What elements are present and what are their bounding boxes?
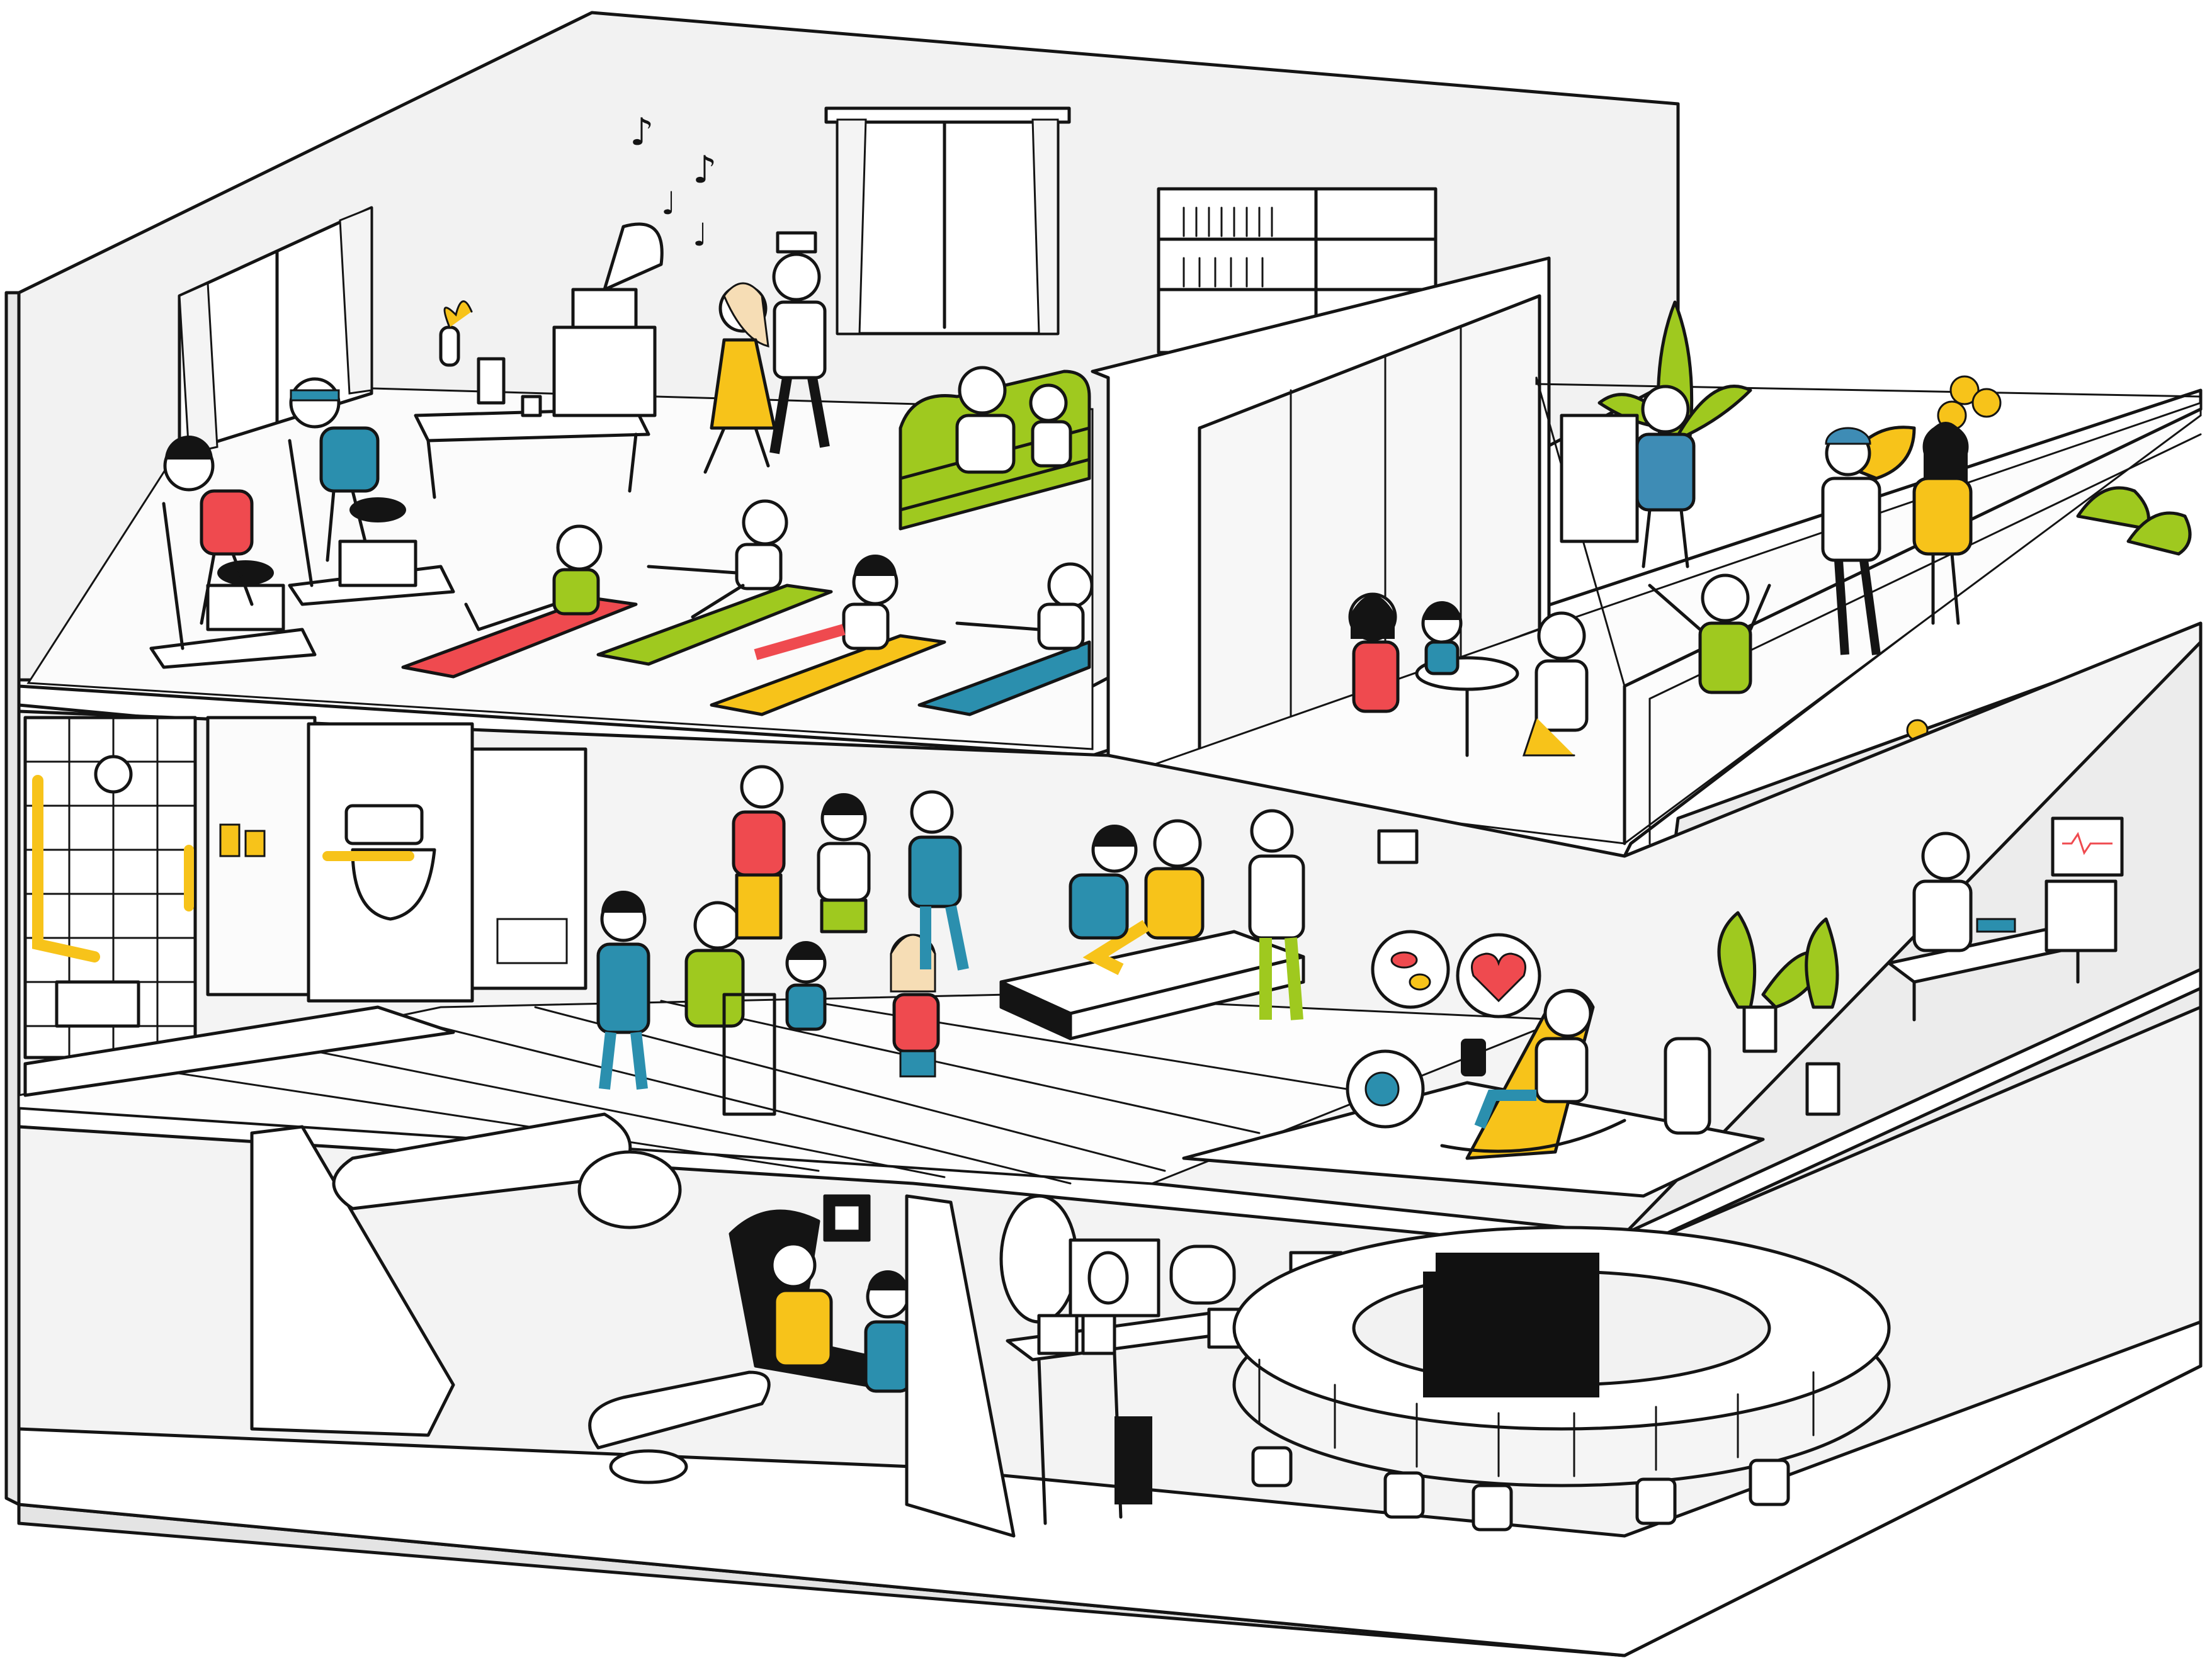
wall-display (1377, 829, 1419, 864)
person-child-blue (785, 941, 827, 1031)
bathroom (23, 716, 474, 1097)
grab-bar (32, 775, 100, 962)
lower-floor-ground (17, 1320, 2203, 1657)
svg-text:♪: ♪ (693, 148, 717, 192)
imaging-machine (250, 1112, 771, 1484)
shower-head (94, 755, 133, 794)
svg-text:♩: ♩ (661, 185, 676, 222)
person-elder-walker (684, 901, 776, 1116)
exercise-bike-1 (149, 502, 317, 669)
person-cyclist-2 (289, 377, 380, 562)
door-vent (496, 918, 568, 964)
svg-text:♪: ♪ (630, 110, 654, 154)
outer-wall-left (4, 291, 21, 1506)
monitor-icon (2051, 816, 2124, 877)
person-yoga-3 (754, 555, 899, 660)
person-elder-rocking (1474, 989, 1592, 1129)
person-patient-bed (1082, 819, 1205, 975)
pill-icon (1371, 930, 1450, 1009)
person-rehab-boy (817, 793, 871, 934)
person-woman-yellow (1912, 422, 1973, 625)
person-dentist (864, 1270, 912, 1393)
smart-speaker (1461, 1039, 1486, 1076)
health-desk (1887, 816, 2124, 1022)
potted-plants (1717, 911, 1840, 1116)
person-cafe-elder (1522, 611, 1589, 757)
air-purifier (1664, 1037, 1711, 1135)
control-ring (1232, 1226, 1891, 1532)
person-helper-cap (1821, 427, 1881, 655)
lower-partition (905, 1194, 1016, 1538)
person-cafe-child (1421, 601, 1463, 675)
middle-floor (17, 621, 2203, 1255)
person-dental-patient (770, 1242, 833, 1368)
care-bed (999, 930, 1305, 1041)
person-dancer-man (769, 231, 830, 454)
person-therapist (908, 790, 969, 971)
svg-text:♩: ♩ (693, 217, 708, 253)
window-back (824, 106, 1071, 336)
gramophone (552, 222, 664, 417)
music-note-icon: ♪ ♪ ♩ ♩ (630, 110, 717, 253)
yoga-mat-red (401, 596, 638, 679)
yoga-mat-teal (917, 640, 1091, 716)
voice-assistant-icon (1346, 1049, 1425, 1129)
person-cyclist-1 (163, 436, 254, 625)
person-doctor-bed (1248, 809, 1305, 1020)
person-elder-cheering (1648, 573, 1771, 694)
person-gardener (1635, 385, 1696, 568)
lower-floor (17, 1005, 2203, 1657)
person-caregiver-walker (596, 891, 650, 1090)
exercise-bike-2 (288, 439, 455, 606)
person-grandma-sofa (955, 366, 1016, 474)
person-nurse-bed (1069, 825, 1138, 940)
person-dancer-woman (703, 282, 776, 474)
person-child-sofa (1029, 383, 1072, 468)
person-woman-red-top (732, 765, 786, 940)
ring-segments (1258, 1358, 1815, 1477)
person-elder-bp-check (1912, 832, 2016, 952)
heart-rate-icon (1456, 933, 1541, 1018)
shower-floor (23, 1005, 455, 1097)
person-yoga-2 (647, 499, 788, 619)
toilet (344, 804, 436, 921)
person-cafe-woman (1348, 592, 1400, 713)
yoga-mat-yellow (710, 634, 946, 716)
person-yoga-1 (464, 524, 603, 631)
person-yoga-4 (955, 562, 1094, 650)
shower-chair (55, 980, 140, 1028)
yoga-mat-green (596, 584, 833, 666)
